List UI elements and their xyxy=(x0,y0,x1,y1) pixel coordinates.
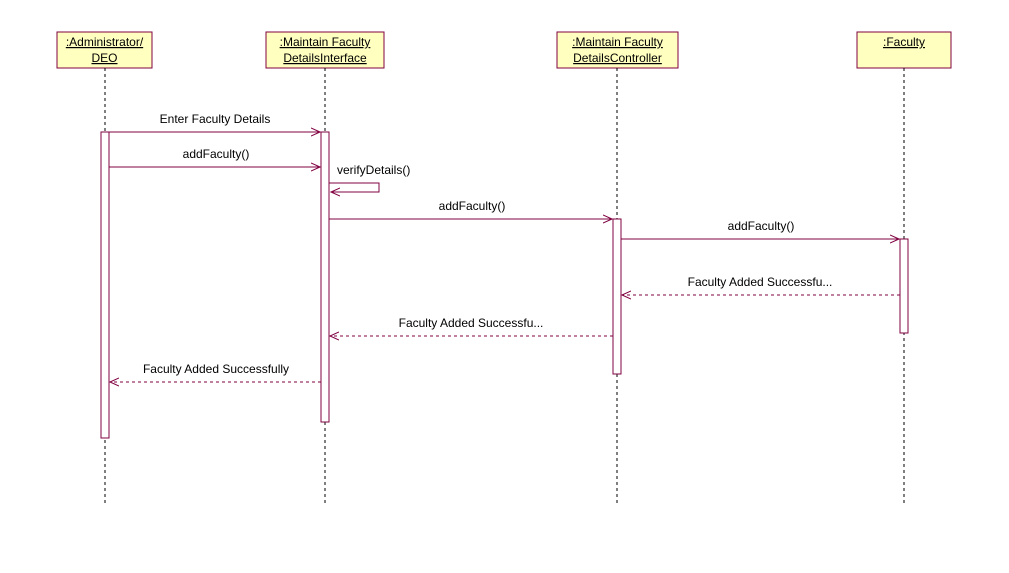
lifeline-controller-label-2: DetailsController xyxy=(573,51,662,65)
lifeline-admin-label-1: :Administrator/ xyxy=(66,35,144,49)
lifeline-interface-head[interactable]: :Maintain Faculty DetailsInterface xyxy=(265,31,385,69)
activation-interface xyxy=(320,131,330,423)
lifeline-faculty-head[interactable]: :Faculty xyxy=(856,31,952,69)
activation-faculty xyxy=(899,238,909,334)
message-return-faculty-added-2[interactable]: Faculty Added Successfu... xyxy=(330,316,613,336)
message-verify-details[interactable]: verifyDetails() xyxy=(329,163,410,192)
message-label: Enter Faculty Details xyxy=(160,112,271,126)
message-label: Faculty Added Successfu... xyxy=(688,275,833,289)
lifeline-admin-label-2: DEO xyxy=(91,51,117,65)
message-label: addFaculty() xyxy=(439,199,506,213)
message-add-faculty-3[interactable]: addFaculty() xyxy=(621,219,899,239)
message-label: addFaculty() xyxy=(183,147,250,161)
message-label: verifyDetails() xyxy=(337,163,410,177)
lifeline-controller-head[interactable]: :Maintain Faculty DetailsController xyxy=(556,31,679,69)
message-label: addFaculty() xyxy=(728,219,795,233)
lifeline-interface-label-1: :Maintain Faculty xyxy=(280,35,371,49)
lifeline-interface-label-2: DetailsInterface xyxy=(283,51,367,65)
message-label: Faculty Added Successfu... xyxy=(399,316,544,330)
lifeline-faculty-label-1: :Faculty xyxy=(883,35,925,49)
message-label: Faculty Added Successfully xyxy=(143,362,289,376)
lifeline-admin-head[interactable]: :Administrator/ DEO xyxy=(56,31,153,69)
activation-admin xyxy=(100,131,110,439)
message-enter-faculty-details[interactable]: Enter Faculty Details xyxy=(109,112,320,132)
activation-controller xyxy=(612,218,622,375)
message-return-faculty-added-1[interactable]: Faculty Added Successfu... xyxy=(622,275,900,295)
message-add-faculty-2[interactable]: addFaculty() xyxy=(329,199,612,219)
message-return-faculty-added-successfully[interactable]: Faculty Added Successfully xyxy=(110,362,321,382)
message-add-faculty-1[interactable]: addFaculty() xyxy=(109,147,320,167)
lifeline-controller-label-1: :Maintain Faculty xyxy=(572,35,663,49)
